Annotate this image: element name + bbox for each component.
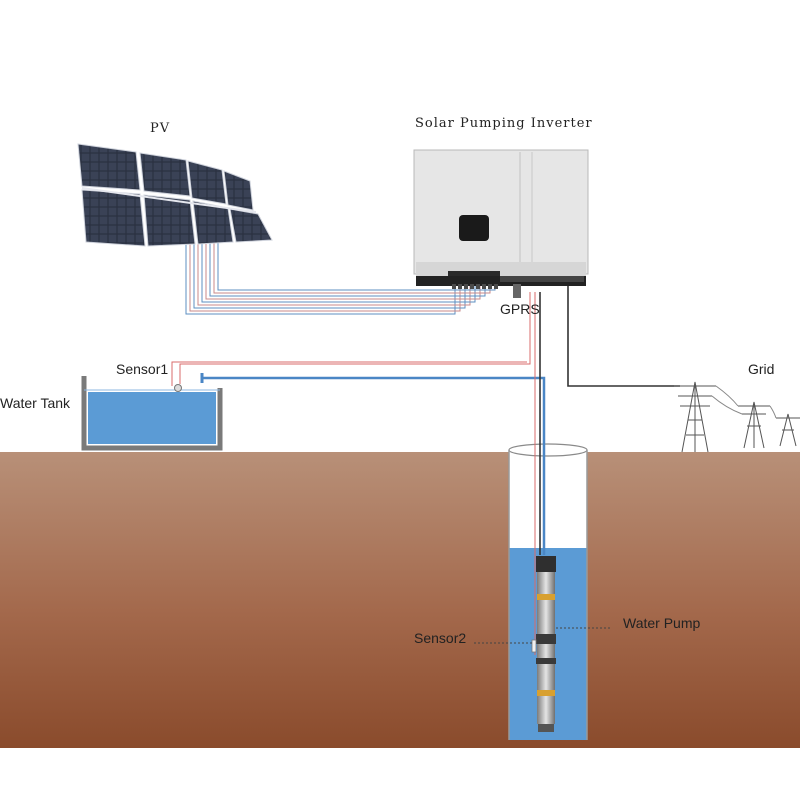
sensor1-icon <box>174 384 182 392</box>
gprs-antenna <box>513 284 521 298</box>
grid-towers <box>674 381 800 453</box>
tank-water <box>88 392 216 444</box>
discharge-pipe <box>202 376 546 555</box>
sensor2-icon <box>531 639 537 653</box>
inverter-label: Solar Pumping Inverter <box>415 116 593 131</box>
inverter-display <box>459 215 489 241</box>
pv-array <box>77 143 273 247</box>
grid-label: Grid <box>748 361 774 377</box>
soil <box>0 452 800 748</box>
inverter <box>413 149 589 298</box>
pv-label: PV <box>150 121 170 136</box>
sensor1-wire <box>171 292 531 386</box>
water-tank <box>81 376 223 451</box>
sensor2-label: Sensor2 <box>414 630 466 646</box>
water-pump <box>536 556 556 732</box>
gprs-label: GPRS <box>500 301 540 317</box>
sensor1-label: Sensor1 <box>116 361 168 377</box>
grid-cable <box>567 285 680 387</box>
water-tank-label: Water Tank <box>0 395 71 411</box>
water-pump-label: Water Pump <box>623 615 700 631</box>
pump-cable <box>534 292 541 655</box>
